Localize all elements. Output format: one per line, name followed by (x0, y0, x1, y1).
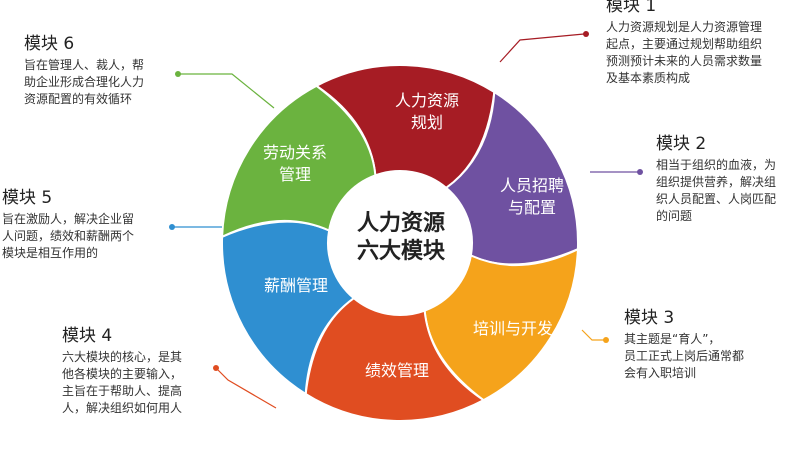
module-note-5: 模块 5 旨在激励人，解决企业留 人问题，绩效和薪酬两个 模块是相互作用的 (2, 190, 134, 262)
module-note-6: 模块 6 旨在管理人、裁人，帮 助企业形成合理化人力 资源配置的有效循环 (24, 36, 144, 108)
segment-label-4: 绩效管理 (364, 361, 429, 380)
segment-label-2: 人员招聘 与配置 (499, 176, 564, 217)
module-title-2: 模块 2 (656, 134, 707, 154)
segment-label-3: 培训与开发 (472, 319, 553, 338)
module-note-4: 模块 4 六大模块的核心，是其 他各模块的主要输入， 主旨在于帮助人、提高 人，… (62, 328, 182, 417)
segment-label-6: 劳动关系 管理 (262, 143, 327, 184)
module-desc-6: 旨在管理人、裁人，帮 助企业形成合理化人力 资源配置的有效循环 (24, 58, 145, 106)
segment-label-5: 薪酬管理 (263, 276, 328, 295)
module-title-5: 模块 5 (2, 188, 53, 208)
module-desc-2: 相当于组织的血液，为 组织提供营养，解决组 织人员配置、人岗匹配 的问题 (656, 158, 777, 223)
module-desc-5: 旨在激励人，解决企业留 人问题，绩效和薪酬两个 模块是相互作用的 (2, 212, 135, 260)
module-note-3: 模块 3 其主题是“育人”， 员工正式上岗后通常都 会有入职培训 (624, 310, 744, 382)
module-desc-4: 六大模块的核心，是其 他各模块的主要输入， 主旨在于帮助人、提高 人，解决组织如… (62, 350, 183, 415)
leader-line-4 (215, 367, 277, 409)
module-title-1: 模块 1 (606, 0, 657, 16)
leader-dot-3 (603, 337, 609, 343)
segment-label-1: 人力资源 规划 (394, 91, 459, 132)
leader-line-3 (581, 329, 606, 341)
module-desc-1: 人力资源规划是人力资源管理 起点，主要通过规划帮助组织 预测预计未来的人员需求数… (606, 20, 763, 85)
leader-dot-1 (583, 31, 589, 37)
center-title: 人力资源 六大模块 (356, 211, 445, 264)
module-note-2: 模块 2 相当于组织的血液，为 组织提供营养，解决组 织人员配置、人岗匹配 的问… (656, 136, 776, 225)
leader-line-1 (499, 33, 585, 63)
module-desc-3: 其主题是“育人”， 员工正式上岗后通常都 会有入职培训 (624, 332, 745, 380)
module-title-6: 模块 6 (24, 34, 75, 54)
module-title-3: 模块 3 (624, 308, 675, 328)
module-title-4: 模块 4 (62, 326, 113, 346)
module-note-1: 模块 1 人力资源规划是人力资源管理 起点，主要通过规划帮助组织 预测预计未来的… (606, 0, 762, 87)
leader-line-6 (178, 73, 275, 109)
leader-dot-2 (637, 169, 643, 175)
leader-dot-4 (213, 365, 219, 371)
leader-dot-5 (169, 224, 175, 230)
ring-segment-6 (221, 84, 377, 239)
leader-dot-6 (175, 71, 181, 77)
ring-center (330, 173, 470, 313)
